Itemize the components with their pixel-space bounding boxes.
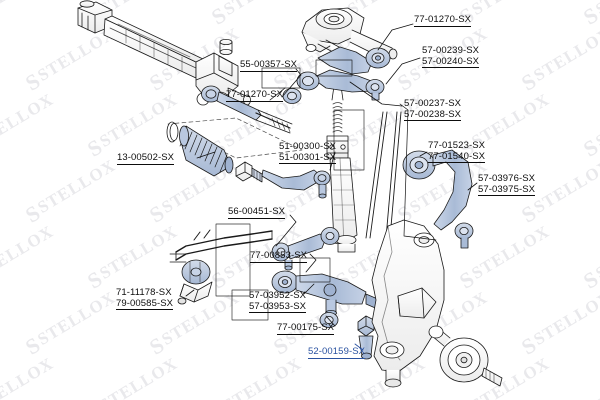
part-number-text: 57-03975-SX bbox=[478, 183, 536, 195]
upper-control-arm-rear bbox=[317, 46, 391, 75]
part-number-text: 77-00175-SX bbox=[277, 322, 335, 333]
part-number-text: 57-00240-SX bbox=[422, 55, 480, 67]
part-number-text: 77-00853-SX bbox=[250, 250, 308, 261]
part-number-text: 57-00238-SX bbox=[404, 108, 462, 120]
upper-control-arm-front bbox=[296, 69, 385, 101]
steering-knuckle bbox=[371, 219, 503, 388]
part-number-text: 77-01523-SX bbox=[428, 140, 486, 151]
rear-lower-control-arm bbox=[402, 149, 474, 249]
part-label-77-00853-sx[interactable]: 77-00853-SX bbox=[250, 250, 308, 263]
part-number-text: 77-01270-SX bbox=[226, 89, 284, 100]
callout-boxes bbox=[215, 59, 365, 321]
part-label-56-00451-sx[interactable]: 56-00451-SX bbox=[228, 206, 286, 219]
part-number-text: 71-11178-SX bbox=[116, 287, 172, 298]
part-label-13-00502-sx[interactable]: 13-00502-SX bbox=[117, 152, 175, 165]
part-number-text: 57-00237-SX bbox=[404, 98, 462, 109]
stabilizer-bar bbox=[169, 229, 273, 305]
shock-absorber bbox=[326, 83, 358, 253]
upper-arm-bushing-left bbox=[282, 88, 302, 104]
inner-tie-rod bbox=[201, 85, 293, 134]
part-number-text: 57-03976-SX bbox=[478, 173, 536, 184]
steering-gear-boot bbox=[166, 121, 234, 177]
stabilizer-link bbox=[271, 227, 340, 271]
part-number-text: 79-00585-SX bbox=[116, 297, 174, 309]
part-label-77-01270-sx[interactable]: 77-01270-SX bbox=[226, 89, 284, 102]
part-number-text: 51-00301-SX bbox=[279, 151, 337, 163]
part-label-77-00175-sx[interactable]: 77-00175-SX bbox=[277, 322, 335, 335]
steering-rack-assembly bbox=[77, 0, 251, 106]
part-label-55-00357-sx[interactable]: 55-00357-SX bbox=[240, 59, 298, 72]
part-number-text: 51-00300-SX bbox=[279, 141, 337, 152]
part-number-text: 56-00451-SX bbox=[228, 206, 286, 217]
part-label-77-01270-sx[interactable]: 77-01270-SX bbox=[414, 14, 472, 27]
outer-tie-rod-end bbox=[235, 161, 331, 199]
part-number-text: 13-00502-SX bbox=[117, 152, 175, 163]
leader-line-highlight bbox=[354, 343, 364, 351]
part-number-text: 77-01270-SX bbox=[414, 14, 472, 25]
part-number-text: 55-00357-SX bbox=[240, 59, 298, 70]
part-number-text: 57-00239-SX bbox=[422, 45, 480, 56]
part-label-52-00159-sx[interactable]: 52-00159-SX bbox=[308, 346, 366, 359]
part-number-text: 57-03952-SX bbox=[249, 290, 307, 301]
part-number-text: 52-00159-SX bbox=[308, 346, 366, 357]
suspension-link-rods bbox=[365, 111, 402, 239]
part-number-text: 77-01540-SX bbox=[428, 150, 486, 162]
part-number-text: 57-03953-SX bbox=[249, 300, 307, 312]
